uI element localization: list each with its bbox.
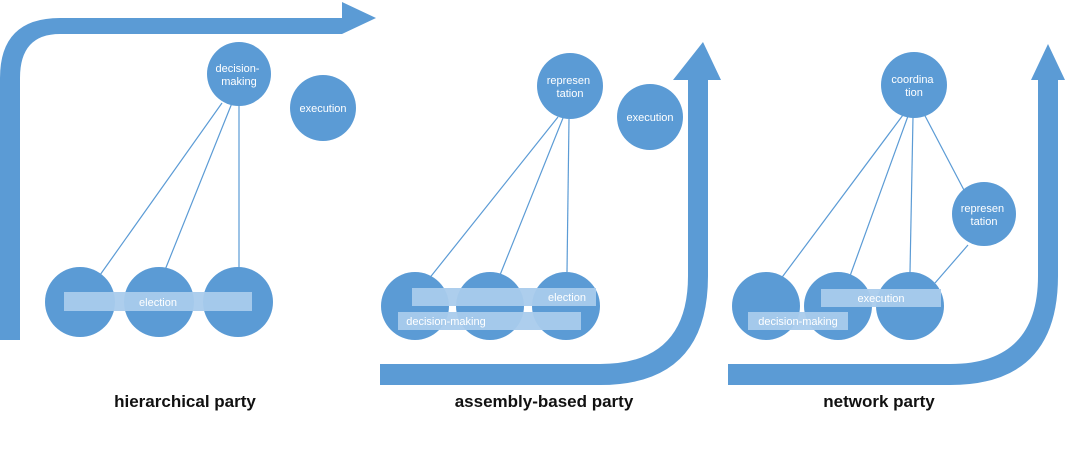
bar-decision-making: decision-making bbox=[398, 312, 581, 330]
svg-text:represen tation: represen tation bbox=[961, 203, 1007, 228]
curved-arrow-right bbox=[0, 2, 376, 340]
connector-line bbox=[427, 116, 559, 281]
bar-label: execution bbox=[857, 293, 904, 305]
node-label-line: tation bbox=[971, 216, 998, 228]
node-representation: represen tation bbox=[952, 182, 1016, 246]
node-label: execution bbox=[299, 103, 346, 115]
connector-line bbox=[499, 117, 564, 276]
bar-decision-making: decision-making bbox=[748, 312, 848, 330]
bar-label: election bbox=[139, 297, 177, 309]
connector-line bbox=[909, 116, 914, 273]
node-circle bbox=[537, 53, 603, 119]
node-circle bbox=[617, 84, 683, 150]
node-execution: execution bbox=[617, 84, 683, 150]
bar-rect bbox=[412, 288, 596, 306]
node-label-line: making bbox=[221, 76, 256, 88]
connector-line bbox=[164, 102, 233, 271]
curved-arrow-up bbox=[728, 44, 1065, 385]
node-circle bbox=[290, 75, 356, 141]
node-label-line: decision- bbox=[215, 63, 259, 75]
panel-network: coordina tion represen tation execution … bbox=[728, 44, 1065, 385]
node-representation: represen tation bbox=[537, 53, 603, 119]
node-label-line: coordina bbox=[891, 74, 934, 86]
svg-text:coordina tion: coordina tion bbox=[891, 74, 936, 99]
bar-rect bbox=[748, 312, 848, 330]
node-circle bbox=[881, 52, 947, 118]
bar-label: election bbox=[548, 292, 586, 304]
svg-text:decision- making: decision- making bbox=[215, 63, 262, 88]
bar-rect bbox=[821, 289, 941, 307]
panel-assembly-based: represen tation execution election decis… bbox=[380, 42, 721, 385]
connector-line bbox=[99, 102, 223, 276]
bar-rect bbox=[398, 312, 581, 330]
connector-line bbox=[849, 115, 909, 277]
node-label-line: represen bbox=[961, 203, 1004, 215]
bar-election: election bbox=[412, 288, 596, 306]
panel-title-assembly-based: assembly-based party bbox=[454, 392, 634, 411]
bar-election: election bbox=[64, 292, 252, 311]
node-circle bbox=[207, 42, 271, 106]
connector-line bbox=[922, 111, 966, 193]
node-execution: execution bbox=[290, 75, 356, 141]
panel-title-hierarchical: hierarchical party bbox=[114, 392, 256, 411]
node-coordination: coordina tion bbox=[881, 52, 947, 118]
bar-execution: execution bbox=[821, 289, 941, 307]
node-circle bbox=[952, 182, 1016, 246]
node-label-line: tation bbox=[557, 88, 584, 100]
node-decision-making: decision- making bbox=[207, 42, 271, 106]
connector-line bbox=[566, 118, 570, 273]
node-label: execution bbox=[626, 112, 673, 124]
node-label-line: represen bbox=[547, 75, 590, 87]
connector-line bbox=[779, 114, 904, 281]
panel-hierarchical: decision- making execution election bbox=[0, 2, 376, 340]
bar-rect bbox=[64, 292, 252, 311]
svg-text:represen tation: represen tation bbox=[547, 75, 593, 100]
node-label-line: tion bbox=[905, 87, 923, 99]
bar-label: decision-making bbox=[758, 316, 837, 328]
curved-arrow-up bbox=[380, 42, 721, 385]
bar-label: decision-making bbox=[406, 316, 485, 328]
panel-title-network: network party bbox=[823, 392, 935, 411]
connector-line bbox=[934, 244, 969, 284]
